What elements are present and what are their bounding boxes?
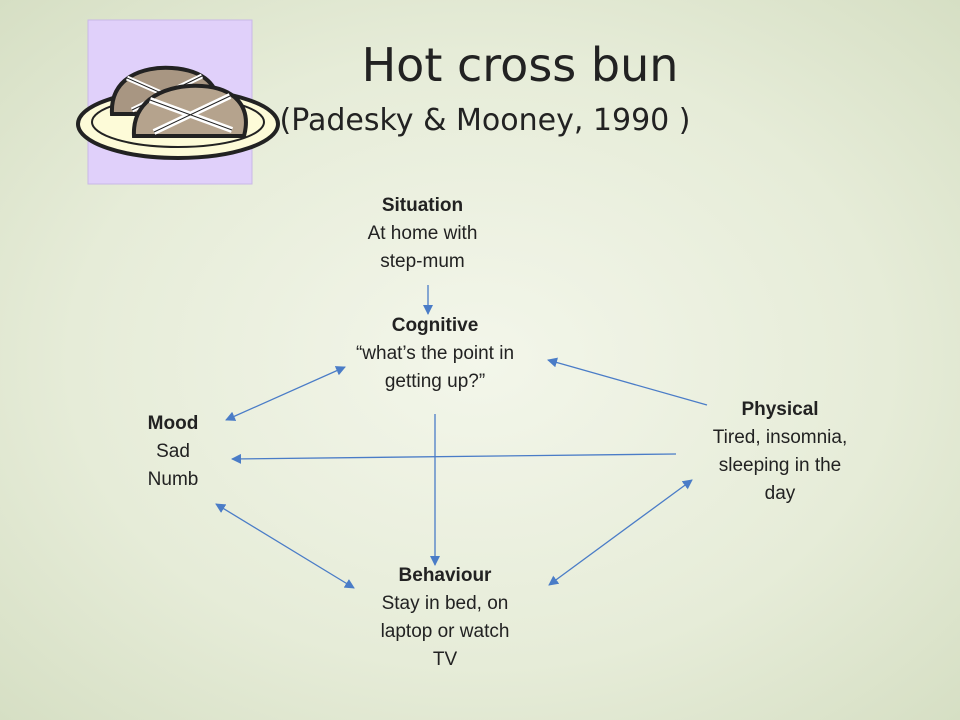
mood-line: Sad — [156, 441, 190, 462]
arrow-behaviour-physical — [548, 479, 693, 586]
cognitive-heading: Cognitive — [391, 315, 479, 336]
situation-line: At home with — [367, 223, 478, 244]
behaviour-heading: Behaviour — [398, 565, 492, 586]
mood-node: Mood Sad Numb — [118, 410, 228, 494]
arrow-mood-cognitive — [225, 366, 346, 421]
behaviour-line: TV — [432, 649, 458, 670]
physical-line: Tired, insomnia, — [712, 427, 848, 448]
cognitive-line: “what’s the point in — [355, 343, 515, 364]
physical-line: sleeping in the — [718, 455, 842, 476]
arrow-physical-to-mood — [231, 453, 677, 464]
cognitive-node: Cognitive “what’s the point in getting u… — [325, 312, 545, 396]
behaviour-line: laptop or watch — [380, 621, 510, 642]
arrow-physical-to-cognitive — [547, 357, 708, 406]
mood-line: Numb — [147, 469, 199, 490]
physical-line: day — [764, 483, 796, 504]
physical-node: Physical Tired, insomnia, sleeping in th… — [675, 396, 885, 508]
page-subtitle: (Padesky & Mooney, 1990 ) — [279, 103, 691, 138]
mood-heading: Mood — [147, 413, 199, 434]
situation-heading: Situation — [381, 195, 464, 216]
behaviour-line: Stay in bed, on — [381, 593, 509, 614]
situation-node: Situation At home with step-mum — [340, 192, 505, 276]
arrow-mood-behaviour — [215, 503, 355, 589]
cognitive-line: getting up?” — [384, 371, 486, 392]
hot-cross-bun-icon — [72, 18, 282, 186]
physical-heading: Physical — [741, 399, 819, 420]
behaviour-node: Behaviour Stay in bed, on laptop or watc… — [350, 562, 540, 674]
page-title: Hot cross bun — [361, 38, 679, 92]
situation-line: step-mum — [380, 251, 465, 272]
